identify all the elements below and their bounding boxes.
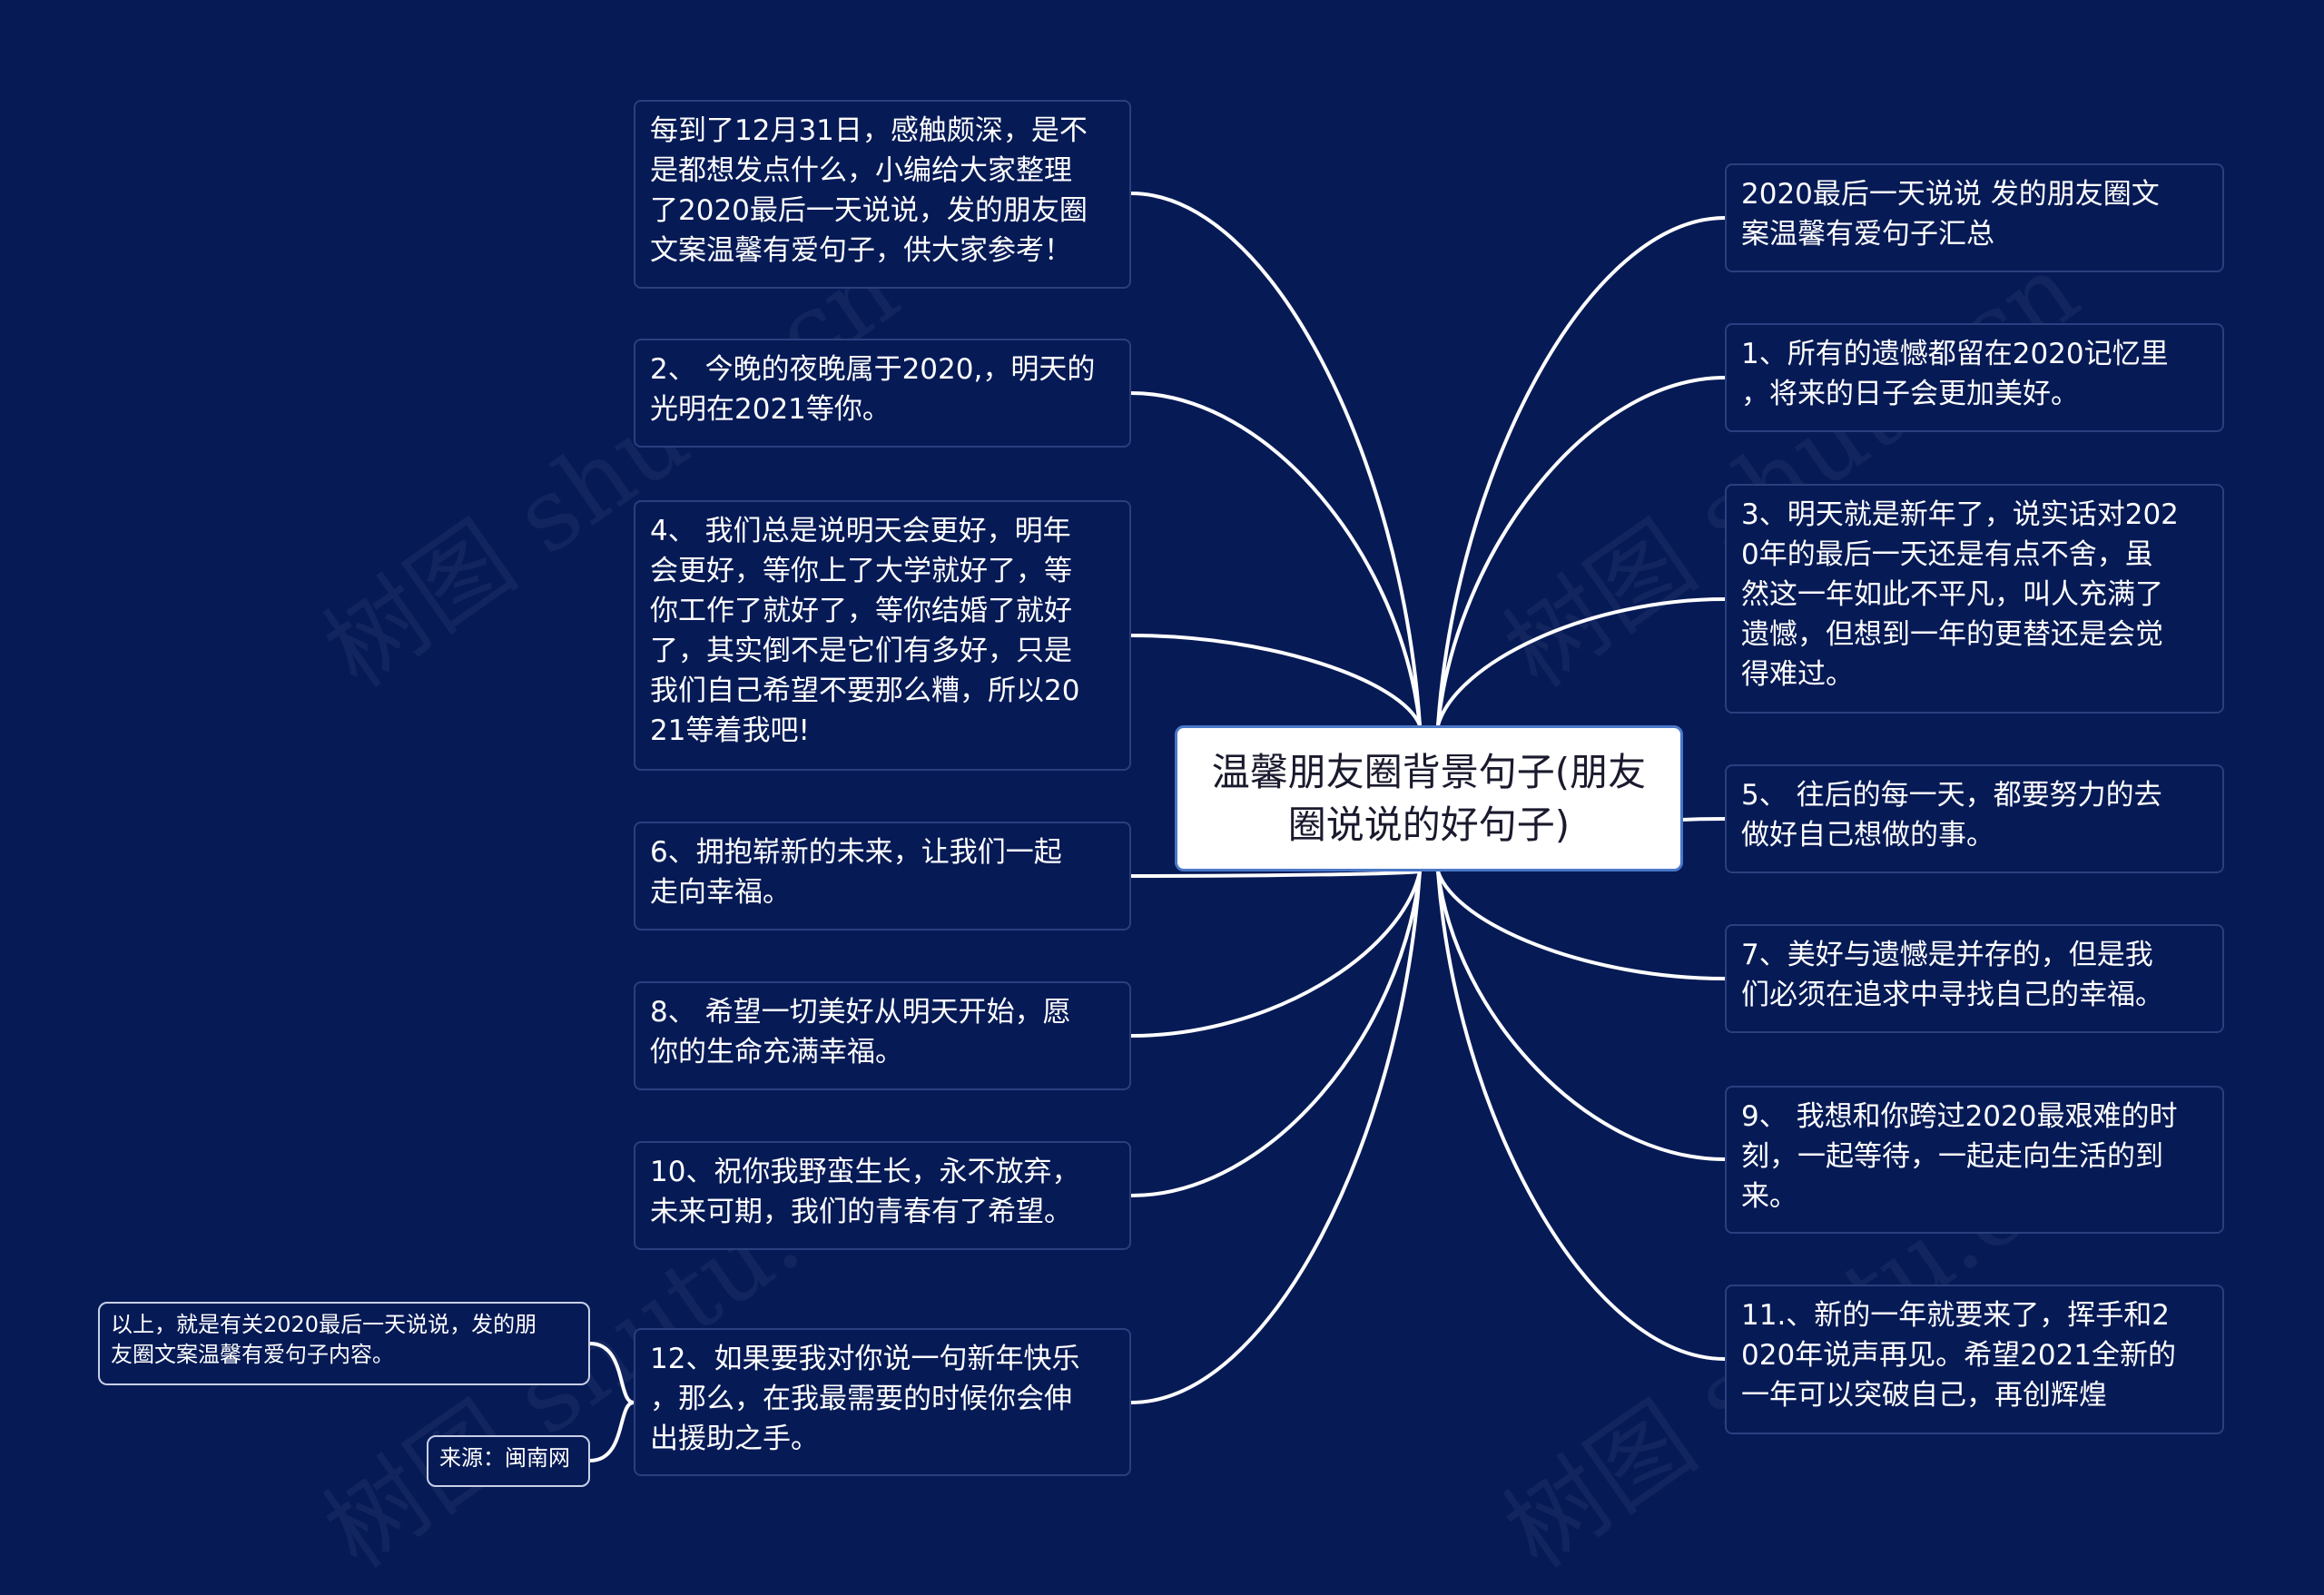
- right-node-9[interactable]: 9、 我想和你跨过2020最艰难的时 刻，一起等待，一起走向生活的到 来。: [1725, 1086, 2224, 1234]
- right-connector-line: [1436, 216, 1727, 727]
- right-node-7[interactable]: 7、美好与遗憾是并存的，但是我 们必须在追求中寻找自己的幸福。: [1725, 924, 2224, 1033]
- right-connector-line: [1436, 870, 1727, 980]
- right-node-3[interactable]: 3、明天就是新年了，说实话对202 0年的最后一天还是有点不舍，虽 然这一年如此…: [1725, 484, 2224, 714]
- right-node-summary[interactable]: 2020最后一天说说 发的朋友圈文 案温馨有爱句子汇总: [1725, 163, 2224, 272]
- sub-connector-line: [588, 1342, 635, 1404]
- left-connector-line: [1129, 192, 1422, 727]
- left-node-4[interactable]: 4、 我们总是说明天会更好，明年 会更好，等你上了大学就好了，等 你工作了就好了…: [634, 500, 1131, 771]
- right-node-1[interactable]: 1、所有的遗憾都留在2020记忆里 ，将来的日子会更加美好。: [1725, 323, 2224, 432]
- left-node-12[interactable]: 12、如果要我对你说一句新年快乐 ，那么，在我最需要的时候你会伸 出援助之手。: [634, 1328, 1131, 1476]
- right-connector-line: [1436, 597, 1727, 727]
- left-connector-line: [1129, 391, 1422, 727]
- left-connector-line: [1129, 870, 1422, 1038]
- right-node-5[interactable]: 5、 往后的每一天，都要努力的去 做好自己想做的事。: [1725, 764, 2224, 873]
- right-node-11[interactable]: 11.、新的一年就要来了，挥手和2 020年说声再见。希望2021全新的 一年可…: [1725, 1285, 2224, 1434]
- sub-node-summary[interactable]: 以上，就是有关2020最后一天说说，发的朋 友圈文案温馨有爱句子内容。: [98, 1302, 590, 1385]
- right-connector-line: [1436, 870, 1727, 1361]
- right-connector-line: [1436, 376, 1727, 727]
- sub-connector-line: [588, 1401, 635, 1462]
- left-connector-line: [1129, 870, 1422, 1404]
- sub-node-source[interactable]: 来源：闽南网: [427, 1435, 590, 1487]
- left-node-intro[interactable]: 每到了12月31日，感触颇深，是不 是都想发点什么，小编给大家整理 了2020最…: [634, 100, 1131, 289]
- right-connector-line: [1436, 870, 1727, 1161]
- left-connector-line: [1129, 870, 1422, 878]
- left-node-6[interactable]: 6、拥抱崭新的未来，让我们一起 走向幸福。: [634, 822, 1131, 930]
- root-topic[interactable]: 温馨朋友圈背景句子(朋友 圈说说的好句子): [1175, 725, 1683, 871]
- left-node-2[interactable]: 2、 今晚的夜晚属于2020,，明天的 光明在2021等你。: [634, 339, 1131, 448]
- left-node-8[interactable]: 8、 希望一切美好从明天开始，愿 你的生命充满幸福。: [634, 981, 1131, 1090]
- left-node-10[interactable]: 10、祝你我野蛮生长，永不放弃， 未来可期，我们的青春有了希望。: [634, 1141, 1131, 1250]
- left-connector-line: [1129, 870, 1422, 1197]
- left-connector-line: [1129, 634, 1422, 727]
